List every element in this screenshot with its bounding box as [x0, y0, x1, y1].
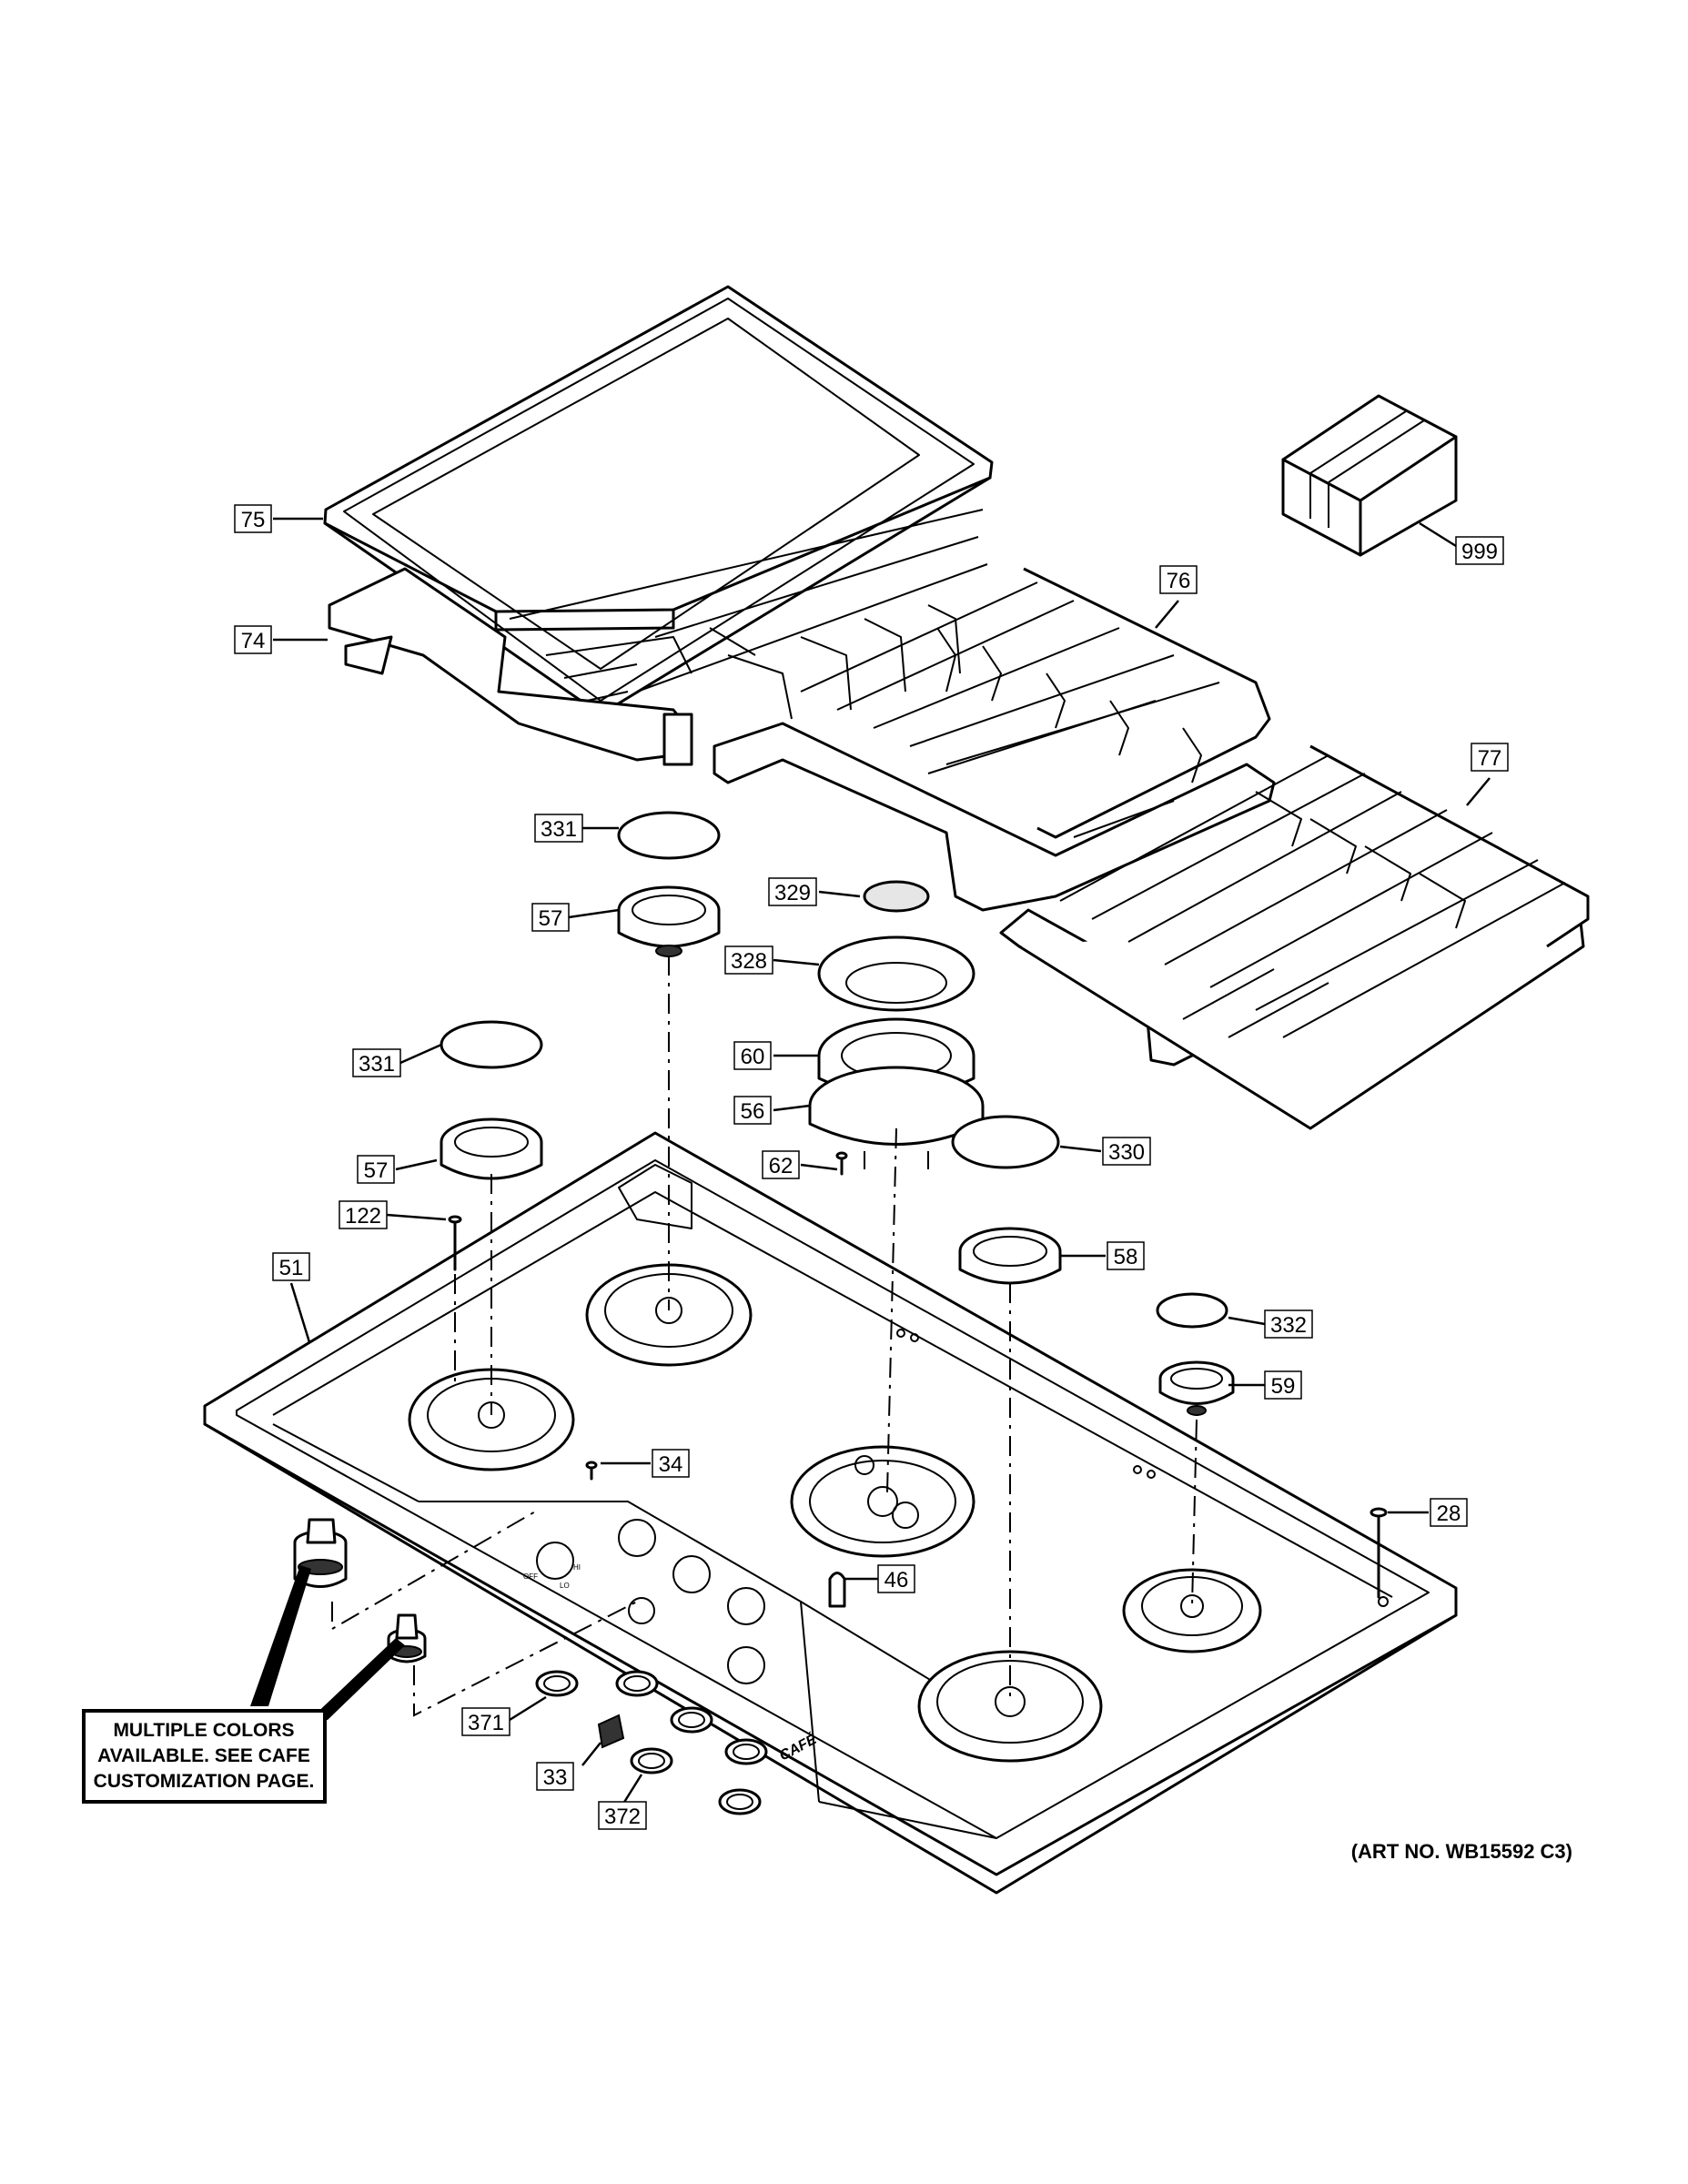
burner-head-59[interactable]	[1158, 1360, 1235, 1416]
burner-head-57-left[interactable]	[440, 1117, 543, 1180]
label-51: 51	[272, 1252, 310, 1281]
burner-cap-329[interactable]	[863, 880, 930, 913]
burner-cap-331-left[interactable]	[440, 1020, 543, 1069]
burner-cap-331-upper[interactable]	[617, 811, 721, 860]
label-332: 332	[1264, 1309, 1313, 1339]
svg-text:57: 57	[539, 906, 563, 931]
label-33: 33	[536, 1762, 574, 1791]
label-57-upper: 57	[531, 903, 570, 932]
svg-text:371: 371	[468, 1711, 504, 1735]
screw-62[interactable]	[835, 1151, 848, 1176]
screw-122[interactable]	[448, 1215, 462, 1271]
label-371: 371	[461, 1707, 510, 1736]
parts-kit-box[interactable]	[1281, 394, 1458, 557]
svg-text:59: 59	[1271, 1374, 1296, 1399]
svg-text:57: 57	[364, 1158, 389, 1183]
label-122: 122	[339, 1200, 388, 1229]
svg-text:74: 74	[241, 629, 266, 653]
right-burner-grate[interactable]	[999, 744, 1590, 1130]
label-57-left: 57	[357, 1155, 395, 1184]
note-line-2: AVAILABLE. SEE CAFE	[97, 1745, 310, 1766]
label-60: 60	[733, 1041, 772, 1070]
label-331-upper: 331	[534, 814, 583, 843]
svg-text:62: 62	[769, 1154, 793, 1178]
label-34: 34	[652, 1449, 690, 1478]
burner-head-58[interactable]	[958, 1227, 1062, 1285]
assembly-center-lines	[331, 956, 1198, 1717]
note-line-1: MULTIPLE COLORS	[113, 1720, 294, 1741]
svg-text:56: 56	[741, 1099, 765, 1124]
left-burner-grate[interactable]	[328, 509, 988, 766]
svg-text:28: 28	[1437, 1502, 1461, 1526]
svg-text:46: 46	[884, 1568, 909, 1592]
svg-text:330: 330	[1108, 1140, 1145, 1165]
label-46: 46	[877, 1564, 915, 1593]
label-77: 77	[1471, 743, 1509, 772]
svg-text:77: 77	[1478, 746, 1502, 771]
svg-text:331: 331	[541, 817, 577, 842]
label-999: 999	[1455, 536, 1504, 565]
o-ring-371[interactable]	[535, 1670, 768, 1765]
label-331-left: 331	[352, 1048, 401, 1077]
svg-text:332: 332	[1270, 1313, 1307, 1338]
knob-mark-lo: LO	[560, 1582, 570, 1590]
griddle-plate[interactable]	[323, 285, 994, 716]
customization-note: MULTIPLE COLORS AVAILABLE. SEE CAFE CUST…	[82, 1709, 327, 1804]
svg-text:329: 329	[774, 881, 811, 905]
label-28: 28	[1430, 1498, 1468, 1527]
label-75: 75	[234, 504, 272, 533]
art-number: (ART NO. WB15592 C3)	[1351, 1840, 1572, 1863]
label-62: 62	[762, 1150, 800, 1179]
svg-text:33: 33	[543, 1765, 568, 1790]
label-58: 58	[1107, 1241, 1145, 1270]
svg-text:328: 328	[731, 949, 767, 974]
svg-text:51: 51	[279, 1256, 304, 1280]
screw-28[interactable]	[1370, 1507, 1388, 1599]
knob-mark-hi: HI	[573, 1563, 581, 1572]
cooktop-main-top[interactable]: OFF LO HI CAFÉ	[203, 1131, 1458, 1895]
igniter-46[interactable]	[828, 1572, 846, 1608]
label-74: 74	[234, 625, 272, 654]
label-328: 328	[724, 945, 773, 975]
svg-text:76: 76	[1167, 569, 1191, 593]
svg-text:75: 75	[241, 508, 266, 532]
screw-34[interactable]	[585, 1461, 598, 1481]
label-330: 330	[1102, 1137, 1151, 1166]
o-ring-372[interactable]	[630, 1747, 762, 1815]
knob-mark-off: OFF	[523, 1572, 538, 1581]
svg-text:999: 999	[1461, 540, 1498, 564]
burner-cap-332[interactable]	[1156, 1292, 1228, 1329]
svg-text:60: 60	[741, 1045, 765, 1069]
label-329: 329	[768, 877, 817, 906]
switch-33[interactable]	[597, 1714, 625, 1749]
burner-ring-328[interactable]	[817, 935, 975, 1012]
note-pointer-arrows	[250, 1565, 405, 1720]
svg-text:372: 372	[604, 1805, 641, 1829]
svg-text:122: 122	[345, 1204, 381, 1228]
center-burner-grate[interactable]	[713, 567, 1276, 912]
svg-text:58: 58	[1114, 1245, 1138, 1269]
label-59: 59	[1264, 1370, 1302, 1400]
svg-text:331: 331	[359, 1052, 395, 1077]
note-line-3: CUSTOMIZATION PAGE.	[94, 1771, 315, 1792]
label-76: 76	[1159, 565, 1198, 594]
label-372: 372	[598, 1801, 647, 1830]
burner-cap-330[interactable]	[951, 1115, 1060, 1169]
svg-text:34: 34	[659, 1452, 683, 1477]
label-56: 56	[733, 1096, 772, 1125]
burner-head-57-upper[interactable]	[617, 885, 721, 957]
